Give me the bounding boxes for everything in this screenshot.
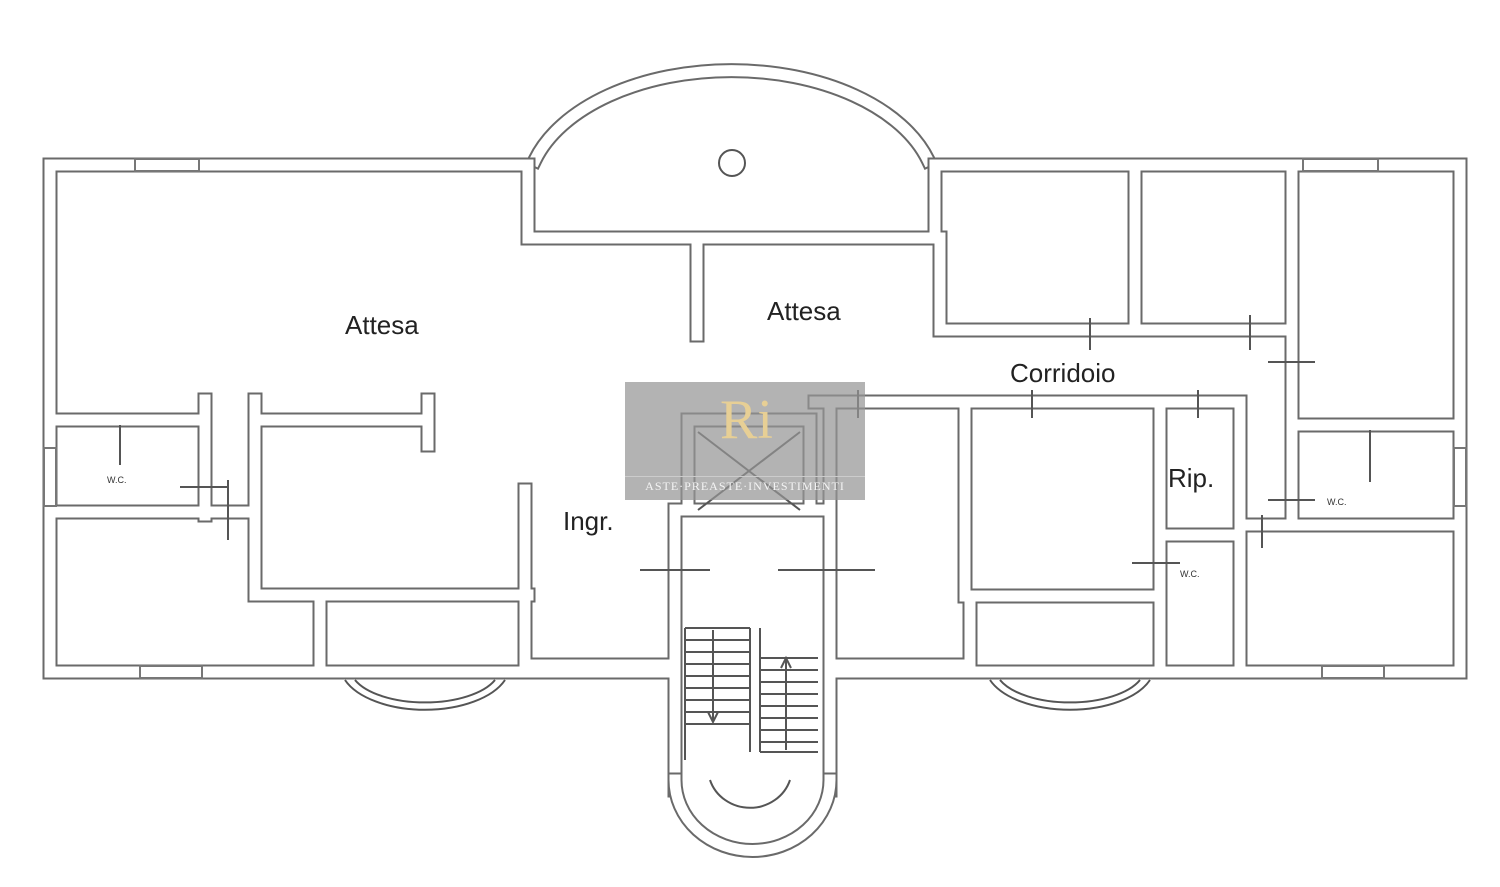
room-label-attesa-center: Attesa	[767, 296, 841, 326]
room-label-attesa-left: Attesa	[345, 310, 419, 340]
room-label-corridoio: Corridoio	[1010, 358, 1116, 388]
balconies	[344, 679, 1151, 711]
walls	[50, 63, 1460, 858]
rotunda-arc-outer	[524, 63, 939, 171]
watermark-logo: Ri	[720, 389, 773, 451]
column	[718, 149, 746, 177]
watermark: Ri ASTE·PREASTE·INVESTIMENTI	[625, 382, 865, 500]
door-marks	[119, 315, 1371, 571]
room-label-wc-right-lower: W.C.	[1180, 569, 1200, 579]
windows	[43, 158, 1467, 679]
room-label-wc-right-upper: W.C.	[1327, 497, 1347, 507]
stair-tower-curve	[667, 772, 838, 858]
watermark-text: ASTE·PREASTE·INVESTIMENTI	[625, 476, 865, 494]
room-label-wc-left: W.C.	[107, 475, 127, 485]
rotunda-arc-inner	[527, 65, 936, 168]
room-label-ingresso: Ingr.	[563, 506, 614, 536]
room-label-ripostiglio: Rip.	[1168, 463, 1214, 493]
